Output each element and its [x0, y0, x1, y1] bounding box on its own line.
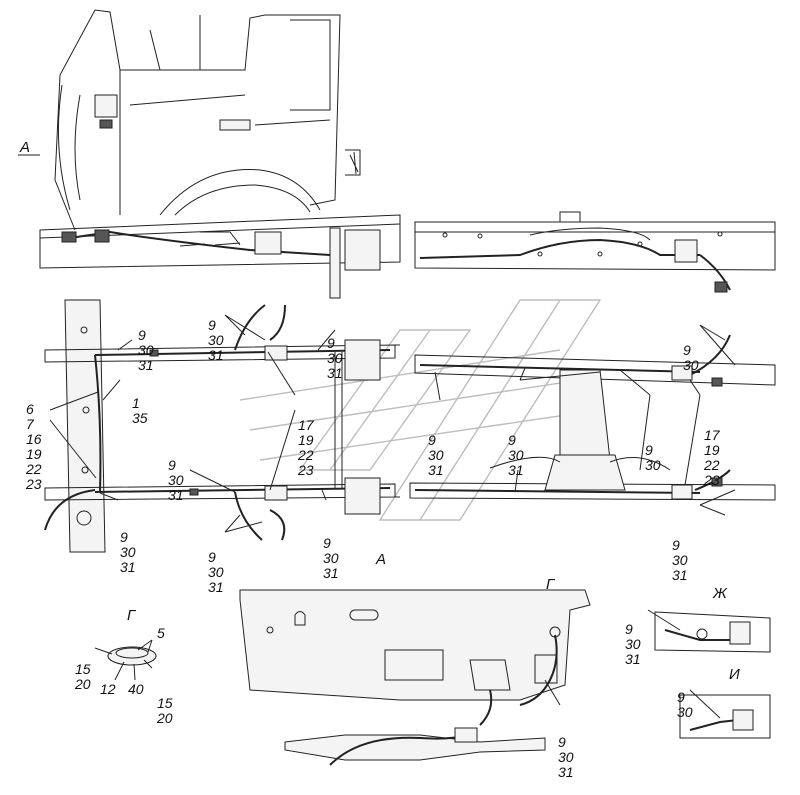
chassis-rear-plan-view	[409, 334, 776, 501]
view-label-g: Г	[127, 607, 136, 624]
rear-panel-view	[239, 589, 591, 766]
chassis-front-plan-view	[44, 299, 400, 553]
detail-zh-view	[647, 609, 771, 653]
frame-rear-side-view	[414, 211, 776, 293]
leader-lines	[18, 154, 736, 706]
g-callout-12: 12	[100, 681, 116, 697]
cab-side-view	[39, 9, 401, 299]
g-callout-40: 40	[128, 681, 144, 697]
view-label-g-panel: Г	[546, 576, 555, 593]
g-callout-5: 5	[157, 625, 165, 641]
view-label-a-top: А	[20, 139, 31, 156]
view-label-a-bottom: А	[376, 551, 387, 568]
connector-detail-g	[94, 639, 157, 681]
view-label-zh: Ж	[713, 585, 727, 602]
detail-i-view	[679, 689, 771, 739]
view-label-i: И	[729, 666, 740, 683]
